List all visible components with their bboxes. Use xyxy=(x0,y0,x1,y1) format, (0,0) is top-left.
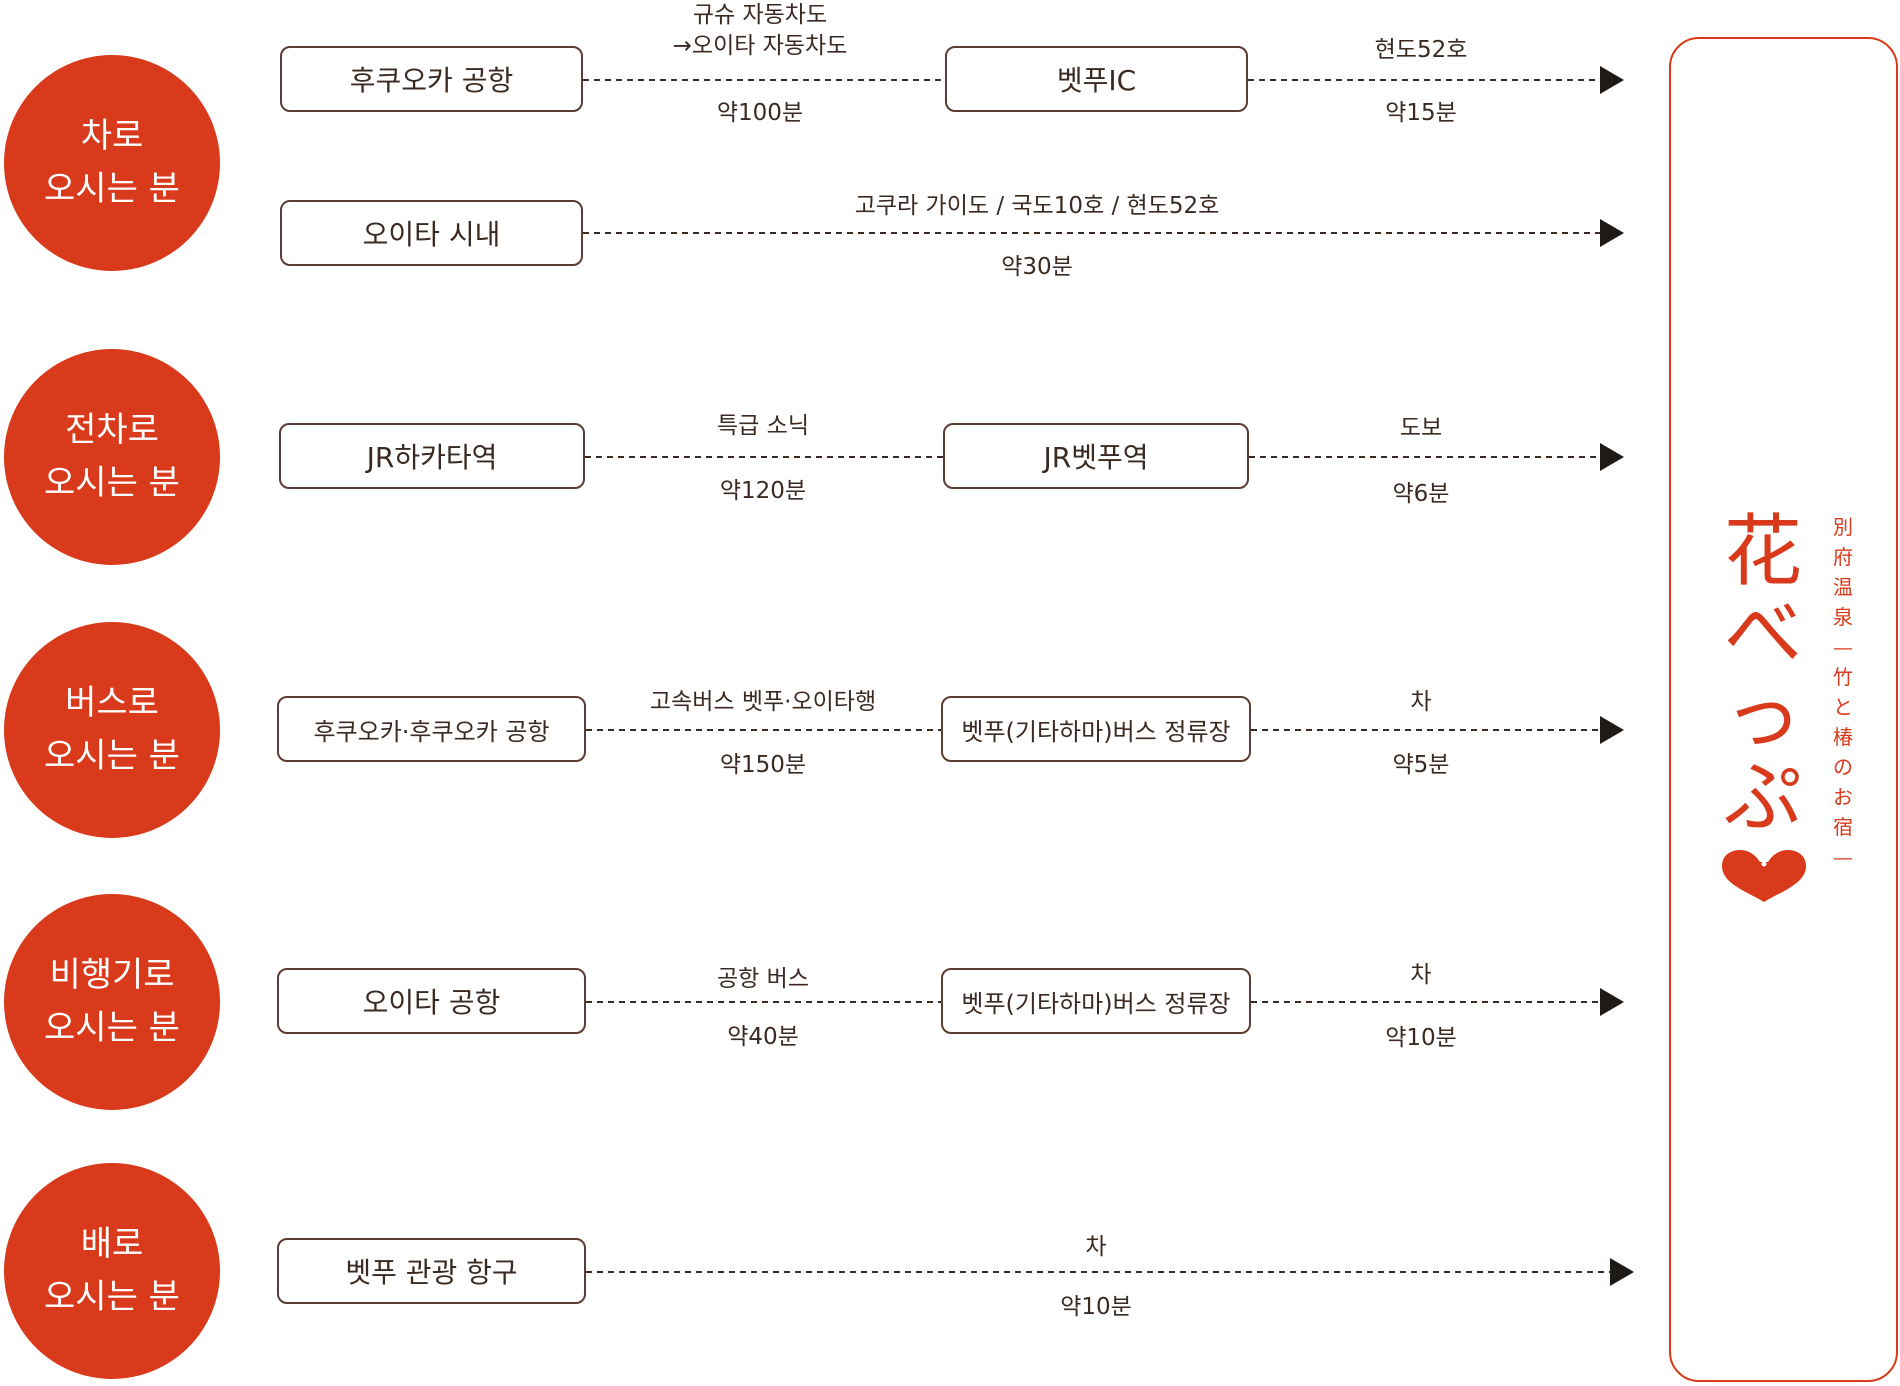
tagline-char: お xyxy=(1833,785,1853,809)
arrow-head xyxy=(1600,443,1624,471)
mode-train-line1: 전차로 xyxy=(65,410,159,451)
destination-panel xyxy=(1669,37,1898,1382)
logo-char: ぷ xyxy=(1723,752,1802,843)
tagline-char: 宿 xyxy=(1833,815,1853,839)
ship-time: 약10분 xyxy=(1060,1294,1132,1320)
mode-car-line2: 오시는 분 xyxy=(44,169,180,209)
origin-fukuoka-box: 후쿠오카·후쿠오카 공항 xyxy=(277,696,586,762)
mode-ship-line2: 오시는 분 xyxy=(44,1277,180,1317)
car1-leg1-route-label: 규슈 자동차도 →오이타 자동차도 xyxy=(673,0,848,62)
route-line2: →오이타 자동차도 xyxy=(672,33,848,60)
mode-bus-line1: 버스로 xyxy=(65,683,159,724)
origin-oita-airport-box: 오이타 공항 xyxy=(277,968,586,1034)
plane-leg1-time: 약40분 xyxy=(727,1024,799,1050)
via-beppu-kitahama-bus-stop-box: 벳푸(기타하마)버스 정류장 xyxy=(941,696,1251,762)
mode-plane-badge: 비행기로 오시는 분 xyxy=(4,894,220,1110)
train-leg1-time: 약120분 xyxy=(719,478,807,504)
mode-car-badge: 차로 오시는 분 xyxy=(4,55,220,271)
train-leg2-route-label: 도보 xyxy=(1399,415,1443,441)
arrow-head xyxy=(1600,716,1624,744)
logo-char: っ xyxy=(1723,670,1802,761)
mode-plane-line1: 비행기로 xyxy=(49,955,175,996)
tagline-char: 泉 xyxy=(1833,605,1853,629)
car2-time: 약30분 xyxy=(1001,254,1073,280)
train-leg2-time: 약6분 xyxy=(1392,481,1450,507)
tagline-char: の xyxy=(1833,755,1853,779)
arrow-head xyxy=(1610,1258,1634,1286)
car1-leg2-time: 약15분 xyxy=(1385,100,1457,126)
bus-leg1-time: 약150분 xyxy=(719,752,807,778)
ship-route-label: 차 xyxy=(1085,1234,1107,1260)
train-leg1-route-label: 특급 소닉 xyxy=(717,413,809,439)
tagline-char: — xyxy=(1833,845,1853,869)
bus-leg2-route-label: 차 xyxy=(1410,689,1432,715)
mode-plane-line2: 오시는 분 xyxy=(44,1008,180,1048)
tagline-char: 府 xyxy=(1833,545,1853,569)
bus-leg1-route-label: 고속버스 벳푸·오이타행 xyxy=(649,689,877,715)
mode-bus-line2: 오시는 분 xyxy=(44,736,180,776)
logo-char: 花 xyxy=(1723,507,1802,597)
car2-route-label: 고쿠라 가이도 / 국도10호 / 현도52호 xyxy=(854,193,1220,219)
plane-leg1-route-label: 공항 버스 xyxy=(717,966,809,992)
mode-bus-badge: 버스로 오시는 분 xyxy=(4,622,220,838)
logo-char: べ xyxy=(1723,588,1802,679)
tagline-char: 椿 xyxy=(1833,725,1853,749)
bus-leg2-time: 약5분 xyxy=(1392,752,1450,778)
origin-fukuoka-airport-box: 후쿠오카 공항 xyxy=(280,46,583,112)
arrow-head xyxy=(1600,219,1624,247)
plane-leg2-route-label: 차 xyxy=(1410,962,1432,988)
tagline-char: 別 xyxy=(1833,515,1853,539)
car1-leg1-time: 약100분 xyxy=(716,100,804,126)
mode-train-badge: 전차로 오시는 분 xyxy=(4,349,220,565)
origin-oita-city-box: 오이타 시내 xyxy=(280,200,583,266)
via-jr-beppu-box: JR벳푸역 xyxy=(943,423,1249,489)
tagline-char: — xyxy=(1833,635,1853,659)
route-line1: 규슈 자동차도 xyxy=(692,2,828,28)
origin-beppu-port-box: 벳푸 관광 항구 xyxy=(277,1238,586,1304)
mode-car-line1: 차로 xyxy=(80,116,144,157)
tagline-char: 温 xyxy=(1833,575,1853,599)
plane-leg2-time: 약10분 xyxy=(1385,1025,1457,1051)
arrow-head xyxy=(1600,66,1624,94)
car1-leg2-route-label: 현도52호 xyxy=(1374,37,1468,63)
mode-train-line2: 오시는 분 xyxy=(44,463,180,503)
origin-jr-hakata-box: JR하카타역 xyxy=(279,423,585,489)
via-beppu-kitahama-bus-stop-box: 벳푸(기타하마)버스 정류장 xyxy=(941,968,1251,1034)
arrow-head xyxy=(1600,988,1624,1016)
camellia-heart-icon xyxy=(1722,850,1806,902)
via-beppu-ic-box: 벳푸IC xyxy=(945,46,1248,112)
mode-ship-line1: 배로 xyxy=(80,1224,144,1265)
tagline-char: 竹 xyxy=(1833,665,1853,689)
tagline-vertical: 別 府 温 泉 — 竹 と 椿 の お 宿 — xyxy=(1830,512,1856,872)
hanabeppu-logo: 花 べ っ ぷ xyxy=(1713,507,1813,843)
tagline-char: と xyxy=(1833,695,1853,719)
mode-ship-badge: 배로 오시는 분 xyxy=(4,1163,220,1379)
